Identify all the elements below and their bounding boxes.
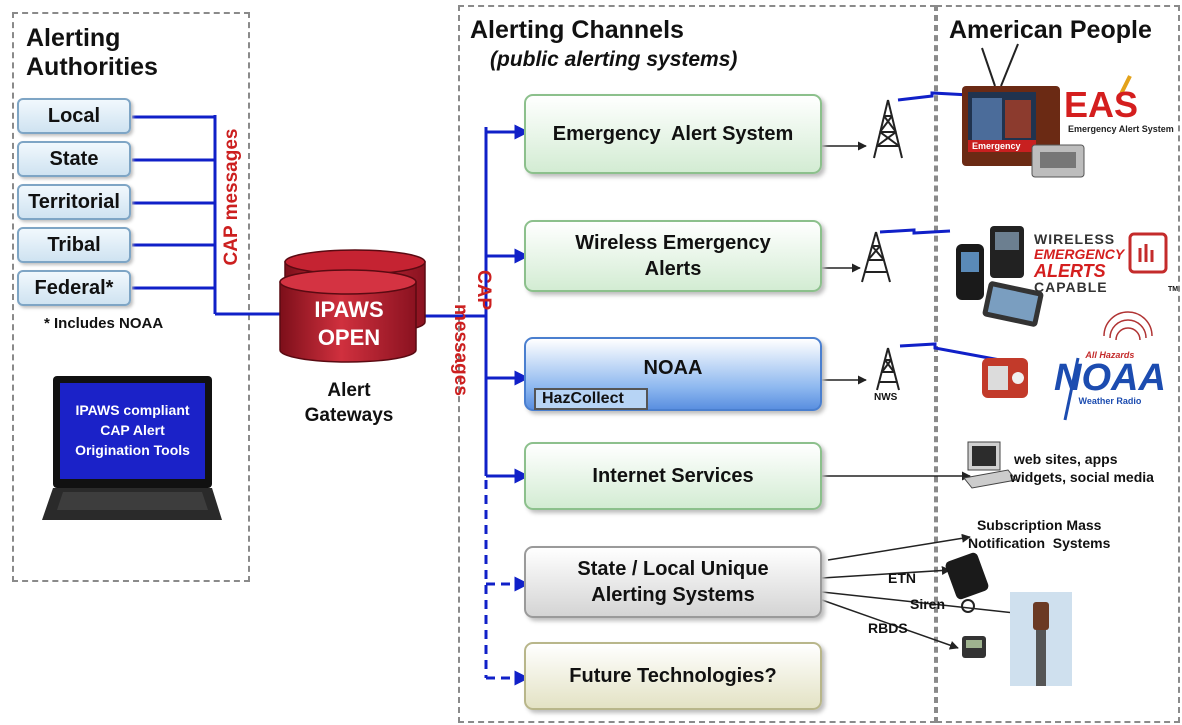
channel-noaa-label: NOAA: [643, 357, 703, 379]
web-sites-line1: web sites, apps: [1014, 451, 1118, 467]
channels-subtitle: (public alerting systems): [490, 48, 738, 71]
channel-state-line1: State / Local Unique: [577, 558, 769, 580]
eas-logo: EAS Emergency Alert System: [1064, 84, 1174, 135]
channel-internet-label: Internet Services: [592, 465, 754, 487]
nws-label: NWS: [874, 392, 898, 403]
laptop-line-3: Origination Tools: [75, 442, 190, 458]
subscription-label: Subscription Mass Notification Systems: [968, 516, 1110, 552]
authorities-panel: [12, 12, 250, 582]
authority-local[interactable]: Local: [17, 98, 131, 134]
laptop-line-2: CAP Alert: [100, 422, 165, 438]
etn-label: ETN: [888, 570, 916, 586]
channel-future-technologies[interactable]: Future Technologies?: [524, 642, 822, 710]
channel-wea-line1: Wireless Emergency: [575, 232, 771, 254]
laptop-line-1: IPAWS compliant: [75, 402, 190, 418]
noaa-weather-radio-logo: All Hazards NOAA Weather Radio: [1054, 350, 1166, 406]
noaa-logo-sub: Weather Radio: [1078, 396, 1142, 406]
ipaws-open-label: IPAWS OPEN: [290, 296, 408, 352]
eas-logo-subtext: Emergency Alert System: [1068, 124, 1174, 134]
cap-label-line1: CAP: [473, 270, 494, 311]
rbds-label: RBDS: [868, 620, 908, 636]
wea-logo-line4: CAPABLE: [1034, 279, 1108, 295]
authorities-title-line2: Authorities: [26, 53, 158, 81]
authority-state[interactable]: State: [17, 141, 131, 177]
channel-wireless-emergency-alerts[interactable]: Wireless Emergency Alerts: [524, 220, 822, 292]
laptop-screen-text: IPAWS compliant CAP Alert Origination To…: [60, 400, 205, 460]
eas-logo-text: EAS: [1064, 84, 1139, 125]
channel-emergency-alert-system[interactable]: Emergency Alert System: [524, 94, 822, 174]
subscription-line1: Subscription Mass: [976, 517, 1102, 533]
cap-messages-label-left: CAP messages: [221, 128, 242, 266]
people-panel: [936, 5, 1180, 723]
noaa-logo-top: All Hazards: [1085, 350, 1135, 360]
authority-federal[interactable]: Federal*: [17, 270, 131, 306]
web-sites-label: web sites, apps widgets, social media: [1010, 450, 1154, 486]
channel-internet-services[interactable]: Internet Services: [524, 442, 822, 510]
alert-gateways-caption: Alert Gateways: [290, 378, 408, 428]
ipaws-open-line1: IPAWS: [314, 297, 384, 322]
channel-wea-line2: Alerts: [644, 258, 702, 280]
channel-state-local-unique[interactable]: State / Local Unique Alerting Systems: [524, 546, 822, 618]
web-sites-line2: widgets, social media: [1010, 469, 1154, 485]
alert-gateways-line2: Gateways: [304, 405, 394, 426]
channel-eas-label: Emergency Alert System: [552, 123, 794, 145]
noaa-logo-text: NOAA: [1054, 357, 1166, 399]
cap-messages-label-right: CAP messages: [445, 260, 495, 440]
channel-state-line2: Alerting Systems: [591, 584, 755, 606]
channels-title: Alerting Channels: [470, 16, 684, 44]
alert-gateways-line1: Alert: [327, 380, 371, 401]
siren-label: Siren: [910, 596, 946, 612]
cap-label-line2: messages: [450, 304, 471, 396]
wea-logo-line2: EMERGENCY: [1034, 246, 1125, 262]
authorities-note: * Includes NOAA: [44, 315, 164, 332]
wea-tm: TM: [1168, 286, 1179, 293]
wea-capable-logo: WIRELESS EMERGENCY ALERTS CAPABLE: [1034, 232, 1124, 295]
people-title: American People: [949, 16, 1152, 44]
authority-tribal[interactable]: Tribal: [17, 227, 131, 263]
authorities-title-line1: Alerting: [26, 24, 121, 52]
wea-logo-line3: ALERTS: [1034, 261, 1106, 281]
channels-panel: [458, 5, 936, 723]
subscription-line2: Notification Systems: [968, 535, 1111, 551]
ipaws-open-line2: OPEN: [317, 325, 381, 350]
wea-logo-line1: WIRELESS: [1034, 231, 1116, 247]
authorities-title: Alerting Authorities: [26, 24, 158, 82]
tv-label: Emergency: [972, 141, 1021, 151]
authority-territorial[interactable]: Territorial: [17, 184, 131, 220]
hazcollect-badge[interactable]: HazCollect: [534, 388, 648, 410]
channel-future-label: Future Technologies?: [569, 665, 777, 687]
